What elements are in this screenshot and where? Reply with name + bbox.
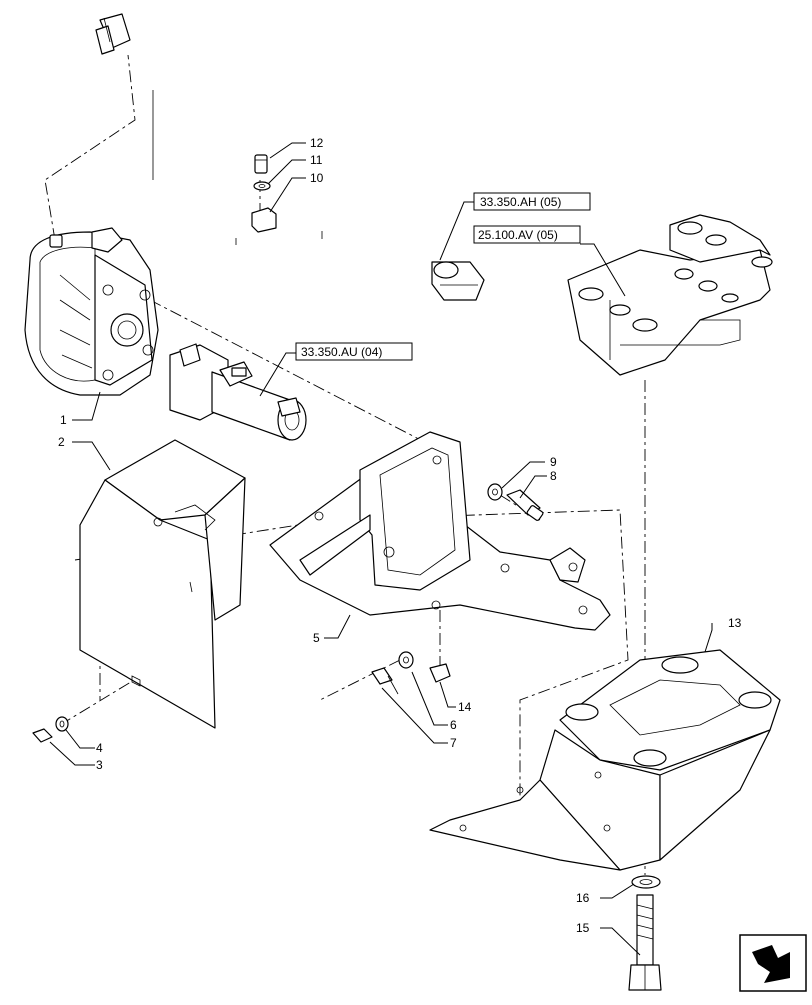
callout-2: 2 — [58, 435, 65, 449]
fastener-15-16 — [628, 875, 662, 991]
callout-8: 8 — [550, 469, 557, 483]
fastener-8-9 — [487, 483, 544, 521]
part-2-shield-plate — [79, 439, 246, 729]
callout-14: 14 — [458, 700, 472, 714]
page-forward-arrow-icon[interactable] — [739, 934, 807, 992]
reference-box-33-350-au[interactable]: 33.350.AU (04) — [295, 342, 413, 361]
callout-9: 9 — [550, 455, 557, 469]
fastener-stack-10-12 — [251, 154, 277, 233]
callout-15: 15 — [576, 921, 590, 935]
mounting-block — [567, 214, 773, 376]
callout-12: 12 — [310, 136, 324, 150]
callout-numbers: 1 2 3 4 5 6 7 8 9 10 11 12 13 14 15 16 — [58, 136, 742, 935]
fastener-6-7-14 — [371, 651, 451, 695]
callout-3: 3 — [96, 758, 103, 772]
callout-11: 11 — [310, 153, 323, 167]
callout-16: 16 — [576, 891, 590, 905]
part-13-mounting-bracket — [429, 649, 781, 871]
callout-5: 5 — [313, 631, 320, 645]
leader-lines — [49, 142, 713, 956]
reference-box-33-350-ah[interactable]: 33.350.AH (05) — [473, 192, 591, 211]
reference-label-33-350-ah: 33.350.AH (05) — [480, 195, 561, 209]
callout-6: 6 — [450, 718, 457, 732]
hose-assembly — [95, 13, 485, 301]
reference-box-25-100-av[interactable]: 25.100.AV (05) — [473, 225, 581, 244]
part-5-bracket — [269, 431, 611, 631]
reference-label-25-100-av: 25.100.AV (05) — [478, 228, 558, 242]
hose-elbow-fitting — [95, 13, 131, 55]
actuator-shaft-clamp — [169, 343, 307, 441]
callout-1: 1 — [60, 413, 67, 427]
fastener-3-4 — [32, 716, 69, 743]
callout-4: 4 — [96, 741, 103, 755]
callout-13: 13 — [728, 616, 742, 630]
callout-7: 7 — [450, 736, 457, 750]
reference-label-33-350-au: 33.350.AU (04) — [301, 345, 382, 359]
part-1-brake-actuator — [24, 227, 159, 396]
callout-10: 10 — [310, 171, 324, 185]
hose-end-fitting — [431, 261, 485, 301]
